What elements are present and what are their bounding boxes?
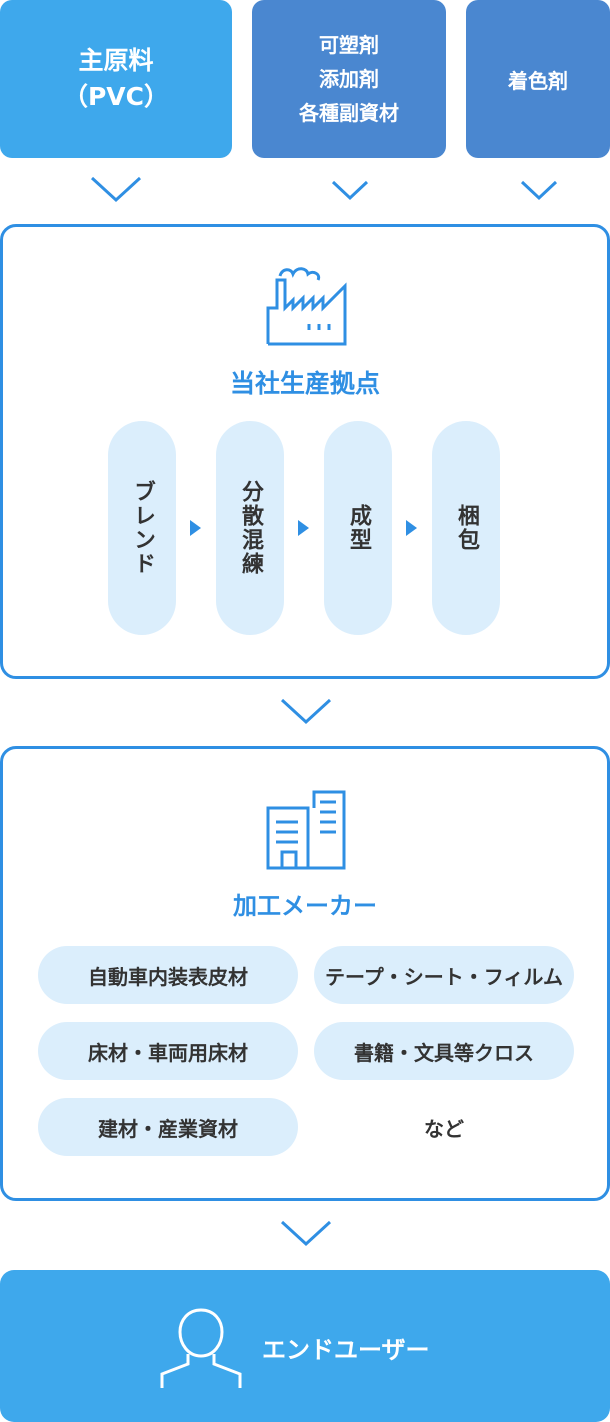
input-box-raw-material: 主原料 （PVC） [0,0,232,158]
chevron-down-icon [520,180,558,201]
chevron-down-icon [331,180,369,201]
processors-title: 加工メーカー [233,892,377,920]
product-item: テープ・シート・フィルム [314,946,574,1004]
input-label: 可塑剤 [319,33,379,57]
arrow-right-icon [406,520,417,536]
person-icon [160,1308,242,1388]
end-user-label: エンドユーザー [262,1336,430,1364]
input-label: 着色剤 [508,68,568,93]
chevron-down-icon [90,176,142,203]
process-step-blend: ブレンド [108,421,176,635]
factory-panel [0,224,610,679]
product-item: 自動車内装表皮材 [38,946,298,1004]
buildings-icon [266,790,346,870]
arrow-right-icon [190,520,201,536]
chevron-down-icon [280,1220,332,1247]
process-step-molding: 成型 [324,421,392,635]
chevron-down-icon [280,698,332,725]
input-box-additives: 可塑剤 添加剤 各種副資材 [252,0,446,158]
arrow-right-icon [298,520,309,536]
input-box-colorant: 着色剤 [466,0,610,158]
process-step-packing: 梱包 [432,421,500,635]
factory-icon [266,267,347,346]
end-user-box [0,1270,610,1422]
product-item: 書籍・文具等クロス [314,1022,574,1080]
factory-title: 当社生産拠点 [229,369,380,398]
input-label: 主原料 [78,46,154,75]
product-item: 建材・産業資材 [38,1098,298,1156]
product-item: 床材・車両用床材 [38,1022,298,1080]
input-label: 各種副資材 [299,101,399,125]
process-step-kneading: 分散混練 [216,421,284,635]
input-label: （PVC） [62,82,170,111]
etc-label: など [424,1116,464,1141]
input-label: 添加剤 [319,67,379,91]
